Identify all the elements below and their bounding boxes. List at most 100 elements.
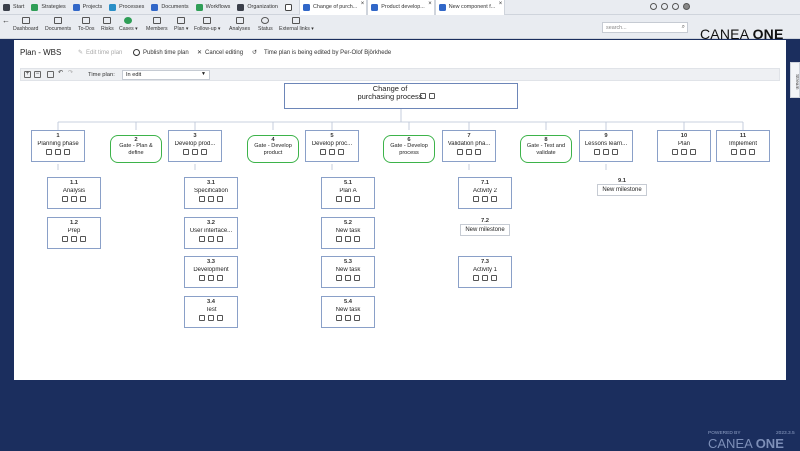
- flag-icon[interactable]: [482, 196, 488, 202]
- edit-icon[interactable]: [62, 196, 68, 202]
- trash-icon[interactable]: [354, 275, 360, 281]
- edit-icon[interactable]: [199, 196, 205, 202]
- edit-icon[interactable]: [199, 236, 205, 242]
- search-input[interactable]: search...⌕: [602, 22, 688, 33]
- trash-icon[interactable]: [217, 236, 223, 242]
- collapse-all-icon[interactable]: −: [34, 71, 41, 78]
- toolbar-todos[interactable]: To-Dos: [78, 17, 94, 32]
- flag-icon[interactable]: [208, 315, 214, 321]
- trash-icon[interactable]: [217, 275, 223, 281]
- edit-icon[interactable]: [320, 149, 326, 155]
- edit-icon[interactable]: [336, 275, 342, 281]
- tab-processes[interactable]: Processes: [106, 0, 148, 15]
- toolbar-follow-up[interactable]: Follow-up ▾: [194, 17, 221, 32]
- stream-panel-toggle[interactable]: Stream: [790, 62, 800, 98]
- undo-icon[interactable]: ↶: [57, 70, 64, 76]
- toolbar-plan[interactable]: Plan ▾: [174, 17, 188, 32]
- wbs-node-3-1[interactable]: 3.1 Specification: [184, 177, 238, 209]
- flag-icon[interactable]: [71, 196, 77, 202]
- trash-icon[interactable]: [612, 149, 618, 155]
- search-icon[interactable]: ⌕: [681, 24, 685, 30]
- trash-icon[interactable]: [491, 275, 497, 281]
- toolbar-external-links[interactable]: External links ▾: [279, 17, 314, 32]
- doc-tab-product-develop[interactable]: Product develop...×: [367, 0, 435, 15]
- toolbar-risks[interactable]: Risks: [101, 17, 114, 32]
- toolbar-dashboard[interactable]: Dashboard: [13, 17, 38, 32]
- wbs-milestone-9-1[interactable]: 9.1 New milestone: [591, 178, 653, 196]
- tab-organization[interactable]: Organization: [234, 0, 282, 15]
- edit-icon[interactable]: [183, 149, 189, 155]
- wbs-node-3[interactable]: 3 Develop prod...: [168, 130, 222, 162]
- help-icon[interactable]: [650, 3, 657, 10]
- avatar[interactable]: [683, 3, 690, 10]
- back-arrow-icon[interactable]: ←: [2, 16, 10, 25]
- close-icon[interactable]: ×: [360, 0, 365, 7]
- trash-icon[interactable]: [80, 196, 86, 202]
- edit-icon[interactable]: [594, 149, 600, 155]
- wbs-gate-6[interactable]: 6 Gate - Develop process: [383, 135, 435, 163]
- wbs-node-1[interactable]: 1 Planning phase: [31, 130, 85, 162]
- wbs-node-5-3[interactable]: 5.3 New task: [321, 256, 375, 288]
- wbs-root-node[interactable]: Change of purchasing process: [284, 83, 518, 109]
- trash-icon[interactable]: [690, 149, 696, 155]
- trash-icon[interactable]: [354, 315, 360, 321]
- doc-tab-new-component[interactable]: New component f...×: [434, 0, 506, 15]
- wbs-node-5-2[interactable]: 5.2 New task: [321, 217, 375, 249]
- flag-icon[interactable]: [345, 236, 351, 242]
- toolbar-analyses[interactable]: Analyses: [229, 17, 250, 32]
- edit-icon[interactable]: [473, 196, 479, 202]
- flag-icon[interactable]: [208, 236, 214, 242]
- expand-all-icon[interactable]: +: [24, 71, 31, 78]
- edit-icon[interactable]: [62, 236, 68, 242]
- toolbar-status[interactable]: Status: [258, 17, 273, 32]
- wbs-node-3-2[interactable]: 3.2 User interface...: [184, 217, 238, 249]
- flag-icon[interactable]: [208, 196, 214, 202]
- edit-icon[interactable]: [731, 149, 737, 155]
- wbs-node-7-1[interactable]: 7.1 Activity 2: [458, 177, 512, 209]
- wbs-node-7[interactable]: 7 Validation pha...: [442, 130, 496, 162]
- close-icon[interactable]: ×: [498, 0, 503, 7]
- edit-icon[interactable]: [457, 149, 463, 155]
- trash-icon[interactable]: [491, 196, 497, 202]
- cancel-editing-button[interactable]: ✕Cancel editing: [197, 49, 244, 57]
- wbs-node-3-3[interactable]: 3.3 Development: [184, 256, 238, 288]
- toolbar-documents[interactable]: Documents: [45, 17, 71, 32]
- edit-icon[interactable]: [672, 149, 678, 155]
- flag-icon[interactable]: [208, 275, 214, 281]
- trash-icon[interactable]: [217, 196, 223, 202]
- trash-icon[interactable]: [201, 149, 207, 155]
- trash-icon[interactable]: [338, 149, 344, 155]
- wbs-node-7-3[interactable]: 7.3 Activity 1: [458, 256, 512, 288]
- flag-icon[interactable]: [329, 149, 335, 155]
- wbs-node-9[interactable]: 9 Lessons learn...: [579, 130, 633, 162]
- tab-start[interactable]: Start: [0, 0, 28, 15]
- doc-tab-change-of-purchasing[interactable]: Change of purch...×: [298, 0, 368, 15]
- wbs-node-5-1[interactable]: 5.1 Plan A: [321, 177, 375, 209]
- redo-icon[interactable]: ↷: [67, 70, 74, 76]
- flag-icon[interactable]: [681, 149, 687, 155]
- trash-icon[interactable]: [64, 149, 70, 155]
- flag-icon[interactable]: [603, 149, 609, 155]
- trash-icon[interactable]: [217, 315, 223, 321]
- wbs-node-1-2[interactable]: 1.2 Prep: [47, 217, 101, 249]
- wbs-node-5-4[interactable]: 5.4 New task: [321, 296, 375, 328]
- tab-strategies[interactable]: Strategies: [28, 0, 69, 15]
- wbs-gate-2[interactable]: 2 Gate - Plan & define: [110, 135, 162, 163]
- edit-time-plan-button[interactable]: ✎Edit time plan: [78, 49, 123, 57]
- wbs-node-11[interactable]: 11 Implement: [716, 130, 770, 162]
- tab-workflows[interactable]: Workflows: [193, 0, 235, 15]
- notifications-icon[interactable]: [661, 3, 668, 10]
- edit-icon[interactable]: [336, 236, 342, 242]
- link-icon-tab[interactable]: [282, 0, 299, 15]
- settings-icon[interactable]: [672, 3, 679, 10]
- wbs-node-10[interactable]: 10 Plan: [657, 130, 711, 162]
- wbs-gate-4[interactable]: 4 Gate - Develop product: [247, 135, 299, 163]
- flag-icon[interactable]: [429, 93, 435, 99]
- publish-time-plan-button[interactable]: Publish time plan: [133, 49, 189, 56]
- trash-icon[interactable]: [354, 196, 360, 202]
- toolbar-cases[interactable]: Cases ▾: [119, 17, 138, 32]
- trash-icon[interactable]: [475, 149, 481, 155]
- wbs-gate-8[interactable]: 8 Gate - Test and validate: [520, 135, 572, 163]
- edit-icon[interactable]: [336, 196, 342, 202]
- flag-icon[interactable]: [71, 236, 77, 242]
